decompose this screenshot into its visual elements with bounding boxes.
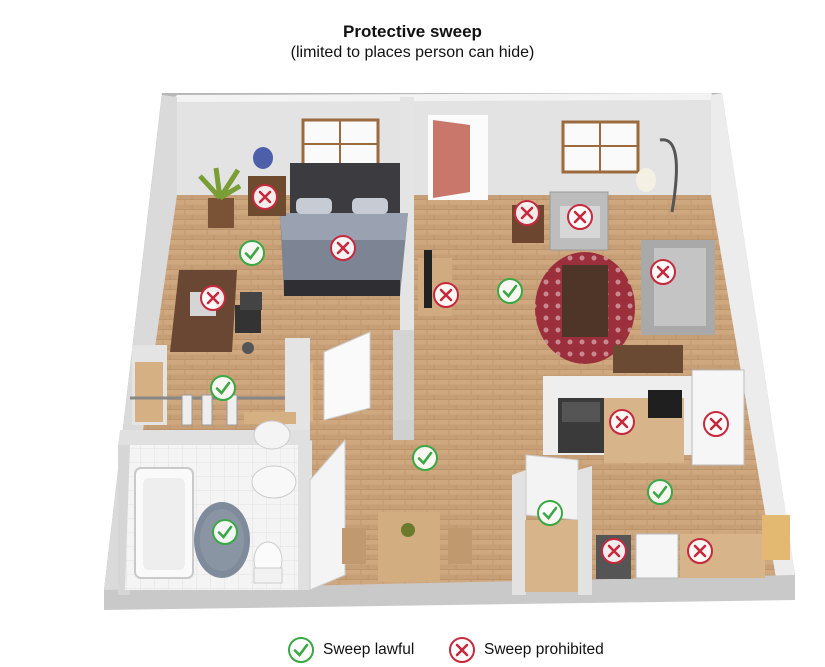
- legend: Sweep lawful Sweep prohibited: [0, 636, 825, 664]
- marker-bathroom-floor-check-circle-icon: [213, 520, 237, 544]
- legend-prohibited: Sweep prohibited: [448, 636, 604, 664]
- marker-sofa-x-circle-icon: [651, 260, 675, 284]
- marker-side-table-x-circle-icon: [515, 201, 539, 225]
- legend-lawful: Sweep lawful: [287, 636, 414, 664]
- marker-bedroom-floor-check-circle-icon: [240, 241, 264, 265]
- marker-bed-x-circle-icon: [331, 236, 355, 260]
- check-circle-icon: [287, 636, 315, 664]
- marker-refrigerator-x-circle-icon: [704, 412, 728, 436]
- marker-nightstand-x-circle-icon: [253, 185, 277, 209]
- marker-trash-bin-x-circle-icon: [602, 539, 626, 563]
- legend-lawful-label: Sweep lawful: [323, 641, 414, 659]
- marker-laundry-cabinet-x-circle-icon: [688, 539, 712, 563]
- x-circle-icon: [448, 636, 476, 664]
- marker-pantry-check-circle-icon: [538, 501, 562, 525]
- marker-armchair-x-circle-icon: [568, 205, 592, 229]
- marker-hallway-floor-check-circle-icon: [413, 446, 437, 470]
- marker-kitchen-floor-check-circle-icon: [648, 480, 672, 504]
- marker-living-room-floor-check-circle-icon: [498, 279, 522, 303]
- marker-closet-check-circle-icon: [211, 376, 235, 400]
- marker-tv-stand-x-circle-icon: [434, 283, 458, 307]
- marker-kitchen-cabinet-x-circle-icon: [610, 410, 634, 434]
- legend-prohibited-label: Sweep prohibited: [484, 641, 604, 659]
- marker-desk-x-circle-icon: [201, 286, 225, 310]
